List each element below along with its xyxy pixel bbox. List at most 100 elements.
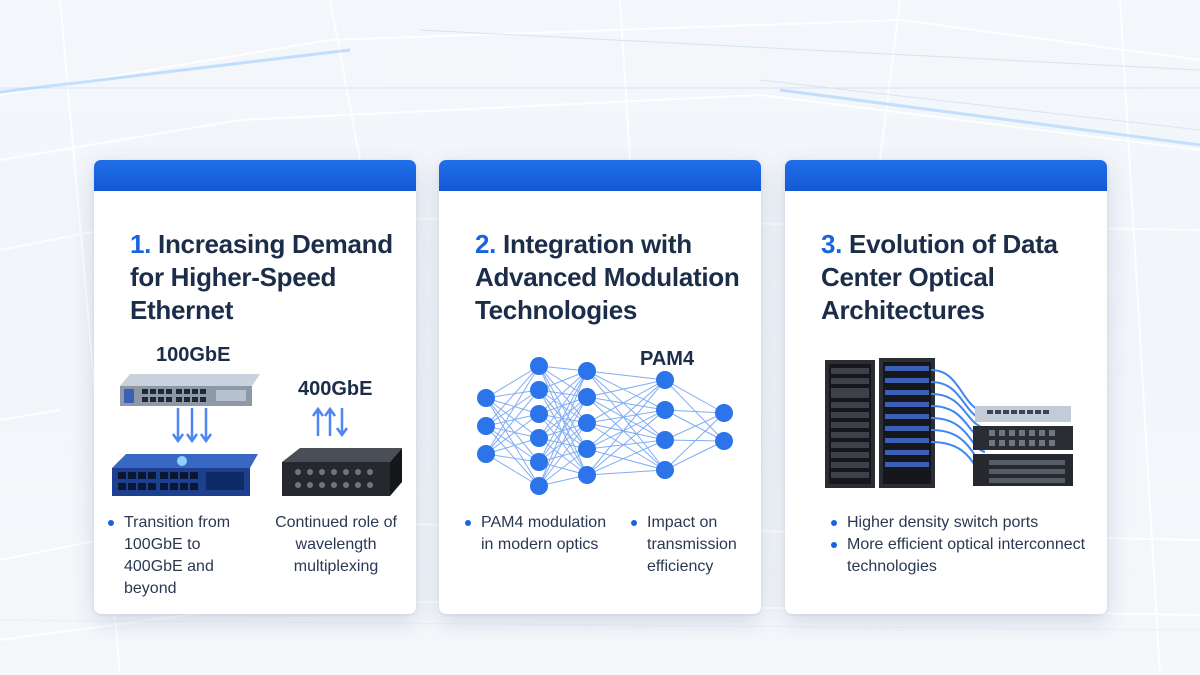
network-node	[530, 405, 548, 423]
card-number: 2.	[475, 229, 497, 259]
bullet-dot	[831, 520, 837, 526]
network-connection	[586, 448, 666, 471]
network-connection	[485, 425, 540, 439]
network-node	[578, 466, 596, 484]
card-header-bar	[439, 160, 761, 191]
network-connection	[485, 365, 540, 427]
speed-label-100gbe: 100GbE	[156, 344, 231, 366]
network-node	[656, 401, 674, 419]
network-connection	[485, 413, 540, 427]
card-ethernet-demand: 1. Increasing Demand for Higher-Speed Et…	[94, 160, 416, 614]
list-item: More efficient optical interconnect tech…	[831, 534, 1091, 578]
network-connection	[485, 397, 540, 463]
bullet-dot	[631, 520, 637, 526]
card-modulation: 2. Integration with Advanced Modulation …	[439, 160, 761, 614]
network-connection	[586, 396, 666, 441]
network-node	[530, 357, 548, 375]
network-connection	[538, 389, 588, 424]
network-node	[477, 389, 495, 407]
network-connection	[586, 379, 666, 450]
network-node	[530, 429, 548, 447]
network-connection	[538, 370, 588, 439]
card-title: 2. Integration with Advanced Modulation …	[475, 228, 745, 327]
arrows-down-icon	[171, 408, 213, 444]
speed-label-400gbe: 400GbE	[298, 378, 373, 400]
network-connection	[485, 453, 540, 487]
network-connection	[538, 365, 588, 476]
network-connection	[586, 379, 666, 424]
network-node	[715, 432, 733, 450]
network-connection	[586, 379, 666, 398]
network-connection	[586, 370, 666, 441]
neural-network-diagram	[477, 357, 733, 495]
network-connection	[485, 389, 540, 455]
network-connection	[538, 396, 588, 487]
network-connection	[538, 365, 588, 424]
card-header-bar	[785, 160, 1107, 191]
network-node	[477, 445, 495, 463]
card-header-bar	[94, 160, 416, 191]
network-node	[578, 362, 596, 380]
arrows-bidirectional-icon	[311, 406, 349, 438]
network-connection	[586, 370, 666, 471]
card-title: 1. Increasing Demand for Higher-Speed Et…	[130, 228, 400, 327]
network-connection	[586, 396, 666, 471]
network-connection	[485, 365, 540, 399]
list-item: Transition from 100GbE to 400GbE and bey…	[108, 512, 258, 600]
network-connection	[538, 389, 588, 450]
card-title-text: Integration with Advanced Modulation Tec…	[475, 229, 740, 325]
network-connection	[586, 422, 666, 471]
bullet-dot	[108, 520, 114, 526]
blue-router-icon	[112, 454, 258, 496]
list-item: Higher density switch ports	[831, 512, 1091, 534]
card-bullet-list: Transition from 100GbE to 400GbE and bey…	[108, 512, 258, 600]
multiplexer-device-icon	[282, 448, 402, 496]
network-connection	[664, 409, 725, 442]
network-connection	[586, 422, 666, 441]
network-connection	[538, 413, 588, 476]
network-connection	[586, 439, 666, 476]
network-connection	[586, 469, 666, 476]
network-connection	[664, 412, 725, 441]
network-connection	[586, 409, 666, 450]
card-bullet-list: Higher density switch ports More efficie…	[831, 512, 1091, 578]
network-connection	[586, 396, 666, 411]
network-node	[477, 417, 495, 435]
network-connection	[586, 409, 666, 476]
network-node	[530, 453, 548, 471]
network-connection	[586, 379, 666, 476]
network-connection	[538, 437, 588, 476]
network-node	[656, 461, 674, 479]
network-connection	[538, 422, 588, 487]
network-connection	[485, 437, 540, 455]
card-data-center: 3. Evolution of Data Center Optical Arch…	[785, 160, 1107, 614]
network-node	[578, 414, 596, 432]
card-title-text: Increasing Demand for Higher-Speed Ether…	[130, 229, 393, 325]
network-connection	[538, 413, 588, 450]
list-item: Impact on transmission efficiency	[631, 512, 755, 578]
network-node	[578, 440, 596, 458]
wavelength-note: Continued role of wavelength multiplexin…	[275, 514, 397, 575]
network-connection	[485, 413, 540, 455]
network-switch-icon	[120, 374, 260, 406]
network-node	[656, 431, 674, 449]
network-node	[715, 404, 733, 422]
network-connection	[538, 448, 588, 487]
card-number: 1.	[130, 229, 152, 259]
network-connection	[664, 412, 725, 471]
network-connection	[538, 370, 588, 463]
network-node	[578, 388, 596, 406]
network-connection	[538, 365, 588, 398]
network-connection	[664, 439, 725, 442]
network-connection	[485, 397, 540, 439]
card-title-text: Evolution of Data Center Optical Archite…	[821, 229, 1058, 325]
network-connection	[538, 389, 588, 476]
network-connection	[485, 365, 540, 455]
card-bullet-list: Impact on transmission efficiency	[631, 512, 755, 578]
bullet-dot	[465, 520, 471, 526]
bullet-dot	[831, 542, 837, 548]
network-node	[656, 371, 674, 389]
network-connection	[586, 370, 666, 381]
network-connection	[485, 425, 540, 463]
server-racks-icon	[825, 358, 1073, 488]
